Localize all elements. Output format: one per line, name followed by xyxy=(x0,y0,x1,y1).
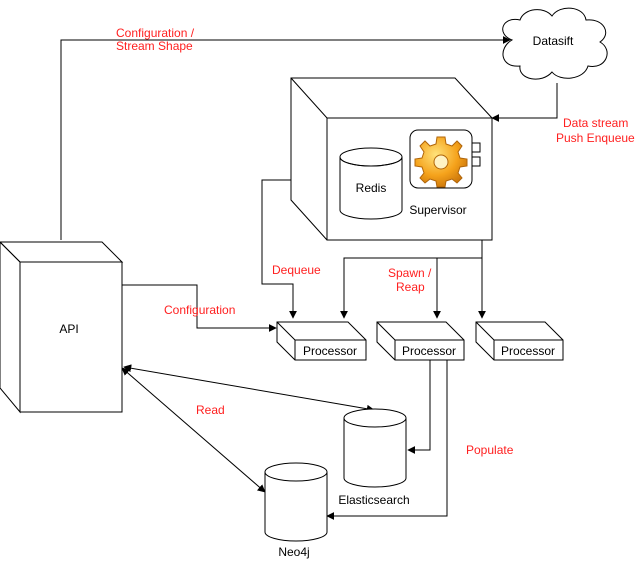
edge-processor-2-to-elasticsearch xyxy=(407,360,431,454)
cloud-icon xyxy=(502,7,608,80)
neo4j-node: Neo4j xyxy=(264,462,328,559)
edge-api-neo4j-read xyxy=(121,367,266,493)
label-populate: Populate xyxy=(466,443,514,457)
label-configuration-stream-shape: Configuration / Stream Shape xyxy=(116,26,197,53)
elasticsearch-node: Elasticsearch xyxy=(338,408,410,507)
neo4j-label: Neo4j xyxy=(278,545,309,559)
edge-api-to-processor-1 xyxy=(122,284,277,332)
datasift-node: Datasift xyxy=(502,7,608,80)
processor-node-2: Processor xyxy=(376,321,465,361)
edge-redis-to-processor-1 xyxy=(261,179,340,319)
label-spawn-reap: Spawn / Reap xyxy=(388,266,435,294)
processor-node-1: Processor xyxy=(276,321,367,361)
label-dequeue: Dequeue xyxy=(272,263,321,277)
api-label: API xyxy=(59,322,78,336)
api-node: API xyxy=(0,241,124,414)
edge-datasift-to-supervisor xyxy=(491,83,558,122)
edge-api-elasticsearch-read xyxy=(123,364,375,413)
label-configuration: Configuration xyxy=(164,303,235,317)
processor-2-label: Processor xyxy=(402,344,456,358)
processor-node-3: Processor xyxy=(475,321,564,361)
edge-processor-2-to-neo4j xyxy=(326,360,448,520)
supervisor-label: Supervisor xyxy=(409,203,466,217)
datasift-label: Datasift xyxy=(533,34,574,48)
gear-icon xyxy=(414,136,468,188)
label-read: Read xyxy=(196,403,225,417)
redis-node: Redis xyxy=(339,147,403,220)
label-data-stream-push-enqueue: Data stream Push Enqueue xyxy=(556,116,635,145)
processor-3-label: Processor xyxy=(501,344,555,358)
processor-1-label: Processor xyxy=(303,344,357,358)
elasticsearch-label: Elasticsearch xyxy=(338,493,409,507)
redis-label: Redis xyxy=(356,181,387,195)
edge-api-to-datasift xyxy=(60,36,511,240)
supervisor-node: Supervisor xyxy=(409,129,481,217)
